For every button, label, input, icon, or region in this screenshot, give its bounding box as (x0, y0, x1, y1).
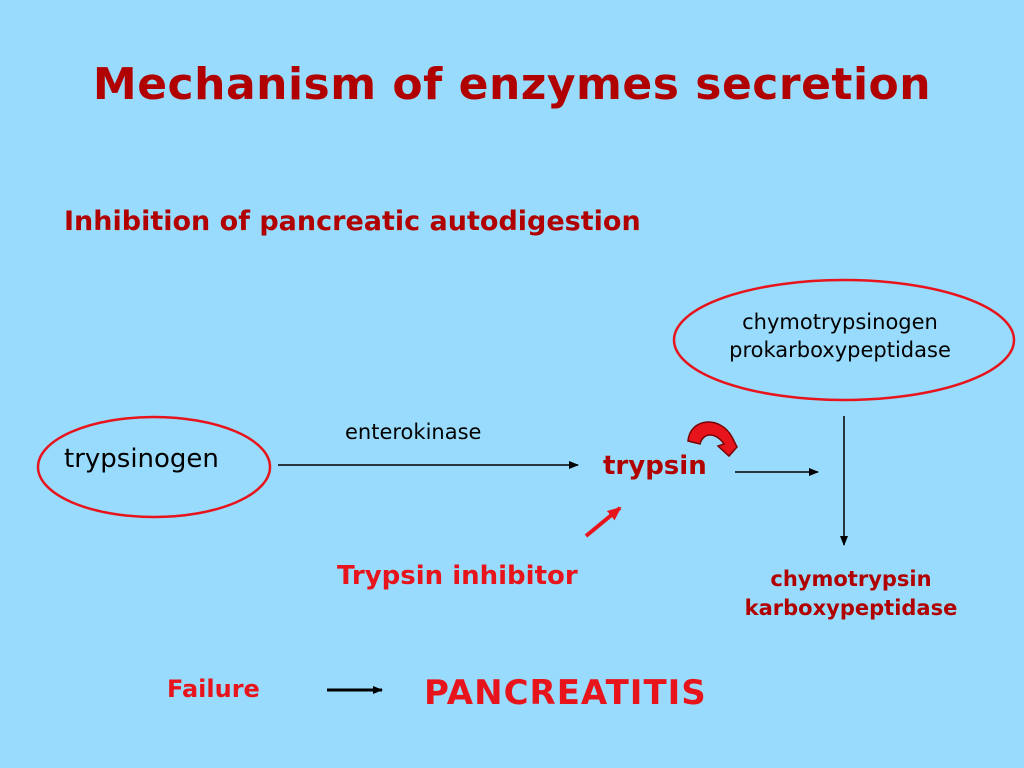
slide-title: Mechanism of enzymes secretion (92, 59, 932, 110)
trypsin-inhibitor-label: Trypsin inhibitor (337, 561, 578, 591)
product-label: karboxypeptidase (744, 596, 958, 621)
failure-label: Failure (167, 675, 260, 703)
products-label: chymotrypsin karboxypeptidase (716, 565, 986, 624)
pancreatitis-label: PANCREATITIS (424, 673, 707, 713)
slide-subtitle: Inhibition of pancreatic autodigestion (64, 206, 641, 237)
zymogens-label: chymotrypsinogen prokarboxypeptidase (690, 308, 990, 365)
zymogen-label: prokarboxypeptidase (729, 338, 951, 363)
zymogens-ellipse (672, 278, 1016, 402)
zymogen-label: chymotrypsinogen (742, 310, 938, 334)
trypsinogen-label: trypsinogen (64, 444, 219, 474)
inhibitor-arrow (584, 506, 622, 538)
enterokinase-label: enterokinase (345, 420, 482, 444)
product-label: chymotrypsin (770, 567, 932, 591)
autocatalysis-arrow-icon (687, 421, 738, 458)
trypsinogen-ellipse (36, 415, 272, 519)
trypsin-label: trypsin (603, 451, 707, 481)
